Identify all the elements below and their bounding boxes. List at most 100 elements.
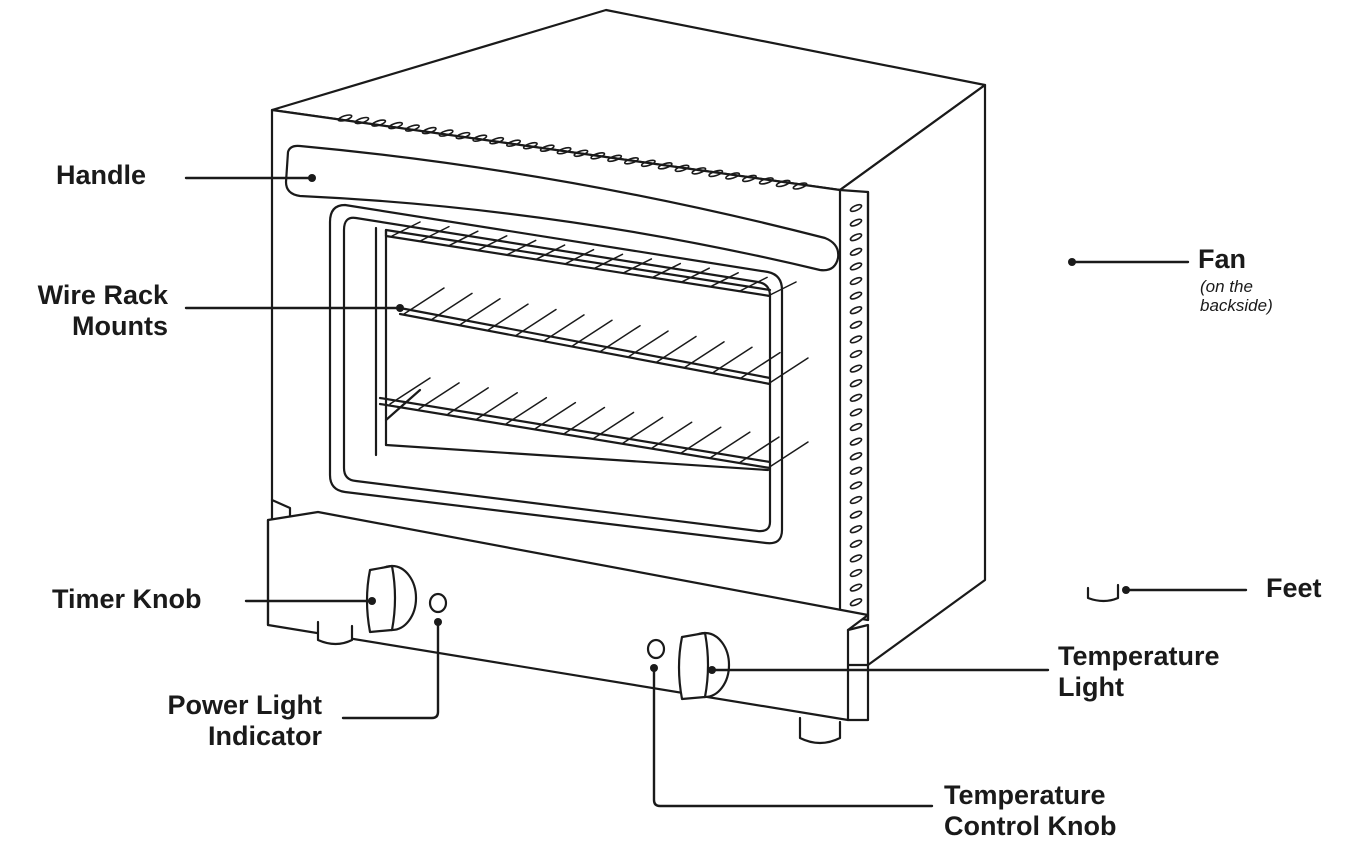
side-vent-slot	[849, 452, 863, 461]
rack-bar	[739, 351, 781, 380]
rack-bar	[738, 436, 780, 464]
dot-fan	[1068, 258, 1076, 266]
rack-bar	[478, 235, 508, 251]
wire-rack-top	[384, 228, 772, 298]
side-vent-slot	[849, 568, 863, 578]
top-vent-slot	[354, 116, 370, 125]
side-vent-slot	[849, 262, 863, 271]
top-vent-slot	[708, 169, 724, 178]
top-vent-slot	[421, 126, 437, 135]
label-temperature-control-knob: Temperature Control Knob	[944, 780, 1117, 841]
door-window-outer	[328, 203, 784, 545]
label-handle: Handle	[56, 160, 147, 190]
side-vent-slot	[849, 306, 863, 315]
top-vent-slot	[371, 119, 387, 127]
side-vent-slot	[849, 364, 863, 373]
side-vent-slot	[849, 495, 863, 505]
rack-bar	[650, 421, 693, 450]
side-vent-slot	[849, 218, 863, 227]
top-vent-slot	[691, 167, 707, 175]
dot-timer-knob	[368, 597, 376, 605]
temperature-light	[646, 638, 666, 660]
top-vent-slot	[522, 141, 538, 150]
rack-bar	[680, 267, 710, 283]
dot-temperature-control	[650, 664, 658, 672]
top-vent-slot	[741, 174, 757, 183]
top-vent-slot	[758, 177, 774, 185]
foot-left	[316, 620, 354, 646]
rack-bar	[431, 292, 473, 321]
side-vent-slot	[849, 437, 863, 446]
rack-bar	[767, 441, 809, 469]
rack-bar	[543, 314, 585, 342]
rack-bar	[403, 287, 445, 315]
label-fan: Fan	[1198, 244, 1247, 274]
rack-bar	[622, 258, 653, 274]
rack-bar	[767, 281, 797, 297]
side-vent-slot	[849, 598, 863, 607]
side-vent-slot	[849, 539, 863, 548]
side-vent-slot	[849, 583, 863, 592]
rack-bar	[738, 276, 768, 293]
rack-bar	[535, 244, 566, 260]
side-vent-slot	[849, 203, 863, 213]
side-vent-slot	[849, 335, 863, 344]
rack-bar	[420, 225, 450, 242]
top-vent-slot	[792, 182, 808, 190]
top-vent-slot	[590, 151, 606, 160]
rack-bar	[506, 239, 537, 256]
dot-temperature-light	[708, 666, 716, 674]
top-vent-slot	[640, 159, 656, 168]
rack-bar	[680, 426, 722, 454]
door-handle	[284, 144, 840, 272]
top-vent-slot	[455, 131, 471, 140]
rack-bar	[655, 335, 697, 364]
front-edge-strip	[838, 188, 870, 622]
dot-power-light	[434, 618, 442, 626]
side-vent-slot	[849, 379, 863, 388]
rack-bar	[592, 411, 635, 440]
top-vent-slot	[337, 114, 353, 122]
top-vent-slot	[725, 172, 741, 180]
rack-bar	[709, 272, 739, 288]
top-vent-slot	[775, 179, 791, 188]
top-vent-slot	[472, 134, 488, 142]
side-vent-slot	[849, 393, 863, 402]
side-vent-slot	[849, 510, 863, 519]
rack-bar	[709, 431, 751, 459]
side-vent-slot	[849, 320, 863, 329]
top-vent-slot	[607, 154, 623, 163]
rack-bar	[476, 392, 518, 420]
side-vent-slot	[849, 408, 863, 417]
foot-front-right	[798, 716, 842, 745]
rack-bar	[627, 330, 669, 358]
top-vent-slot	[674, 164, 690, 173]
side-vent-slot	[849, 481, 863, 490]
top-vent-slot	[573, 149, 589, 158]
rack-bar	[711, 346, 753, 374]
label-power-light-indicator: Power Light Indicator	[167, 690, 323, 751]
dot-handle	[308, 174, 316, 182]
rack-bar	[599, 324, 641, 353]
top-vent-slot	[489, 136, 505, 145]
top-vent-slot	[623, 157, 639, 165]
rack-bar	[487, 303, 529, 331]
side-vent-slot	[849, 422, 863, 432]
side-vent-slot	[849, 554, 863, 563]
dot-feet	[1122, 586, 1130, 594]
rack-bar	[571, 319, 613, 348]
side-vent-slot	[849, 247, 863, 256]
side-vents	[849, 203, 863, 607]
side-vent-slot	[849, 525, 863, 534]
foot-back-right	[1086, 583, 1120, 603]
rack-bar	[389, 377, 431, 405]
side-vent-slot	[849, 349, 863, 359]
wire-rack-bottom	[378, 396, 772, 470]
label-fan-note: (on the backside)	[1200, 277, 1273, 315]
rack-bar	[418, 382, 460, 410]
rack-bar	[593, 253, 624, 270]
top-vents	[337, 114, 808, 190]
rack-bar	[621, 416, 664, 445]
rack-bar	[563, 406, 606, 435]
